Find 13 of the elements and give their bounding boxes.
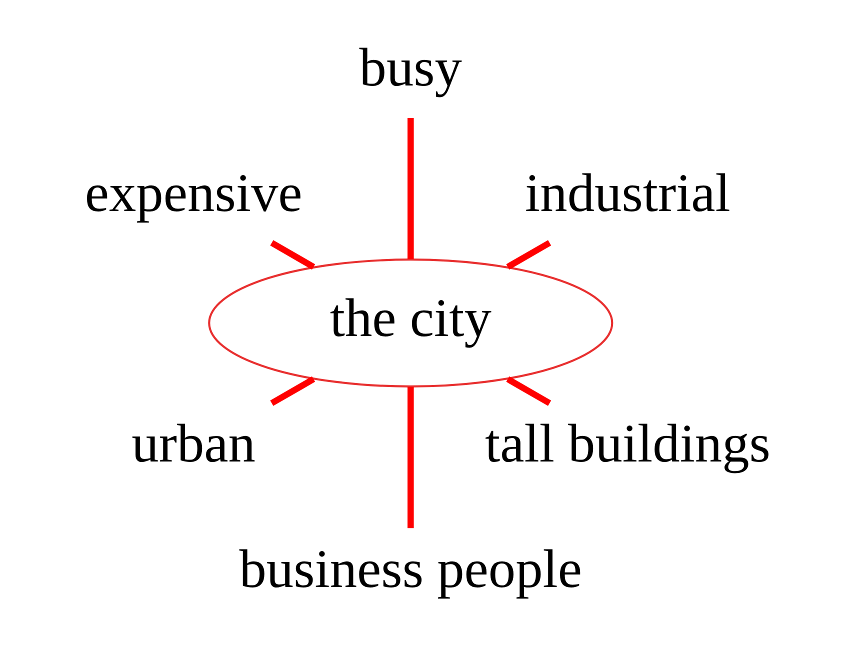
- node-ellipse: the city: [208, 258, 614, 387]
- connector: [506, 240, 552, 270]
- node-text: tall buildings: [484, 413, 770, 474]
- connector: [408, 386, 414, 528]
- node-text: industrial: [525, 162, 730, 222]
- node-text: business people: [239, 538, 582, 598]
- node-text: busy: [359, 37, 462, 98]
- connector: [270, 376, 316, 406]
- node-text: expensive: [84, 162, 302, 222]
- connector: [270, 240, 316, 270]
- connector: [506, 376, 552, 406]
- connector: [408, 117, 414, 259]
- node-text: urban: [132, 413, 256, 474]
